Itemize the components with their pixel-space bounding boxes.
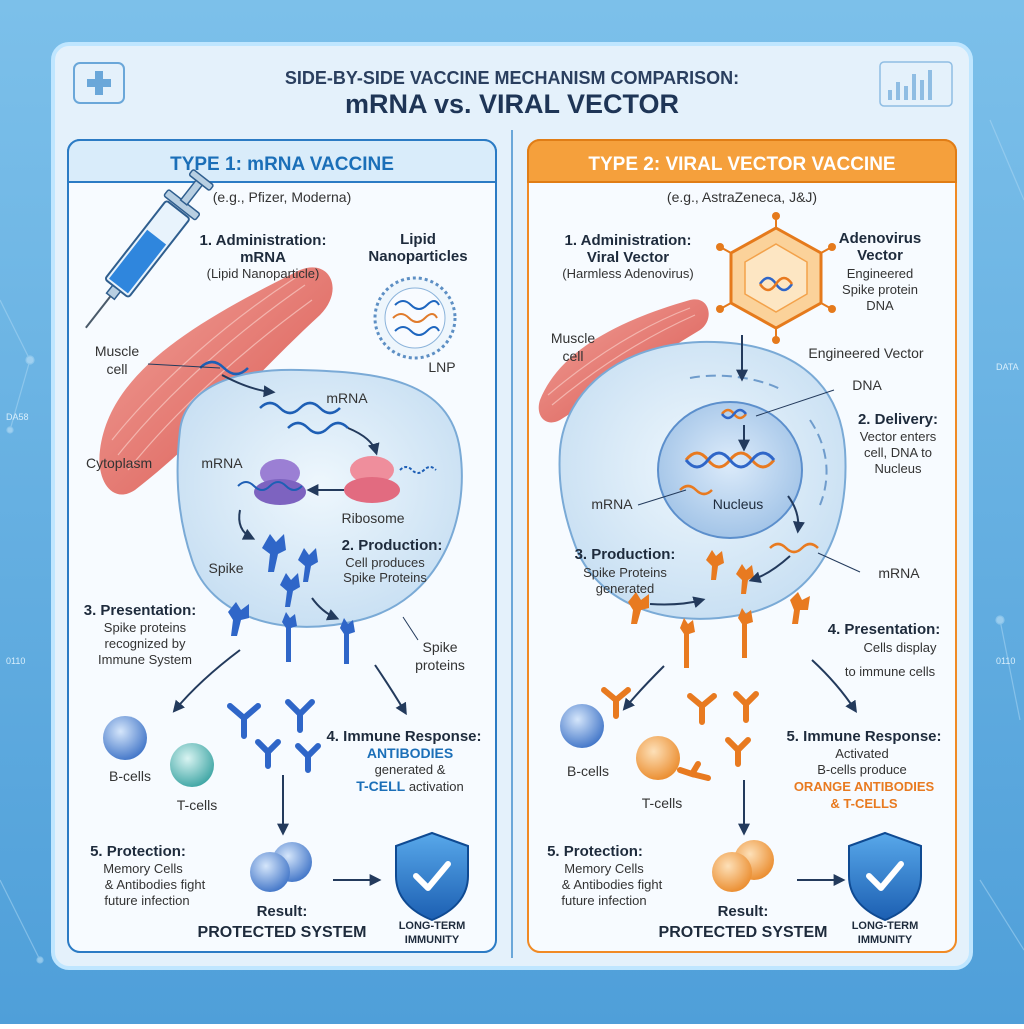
viral-muscle-label-line1: Muscle [551, 330, 596, 346]
viral-step5-line2: Activated [835, 746, 888, 761]
viral-step6-line3: & Antibodies fight [562, 877, 663, 892]
viral-step1-title: 1. Administration: [565, 232, 692, 249]
mrna-step1-title: 1. Administration: [200, 232, 327, 249]
viral-step2-line2: Vector enters [860, 429, 937, 444]
mrna-step2-line3: Spike Proteins [343, 570, 427, 585]
viral-mrna-right-label: mRNA [878, 565, 920, 581]
mrna-top-label: mRNA [326, 390, 368, 406]
adeno-label-line4: Spike protein [842, 282, 918, 297]
viral-step4-line3: to immune cells [845, 664, 936, 679]
viral-step1-line2: Viral Vector [587, 249, 669, 266]
viral-step2-line4: Nucleus [875, 461, 922, 476]
mrna-muscle-label-line2: cell [106, 361, 127, 377]
spike-label: Spike [208, 560, 243, 576]
mrna-step3-line4: Immune System [98, 652, 192, 667]
viral-step1-line3: (Harmless Adenovirus) [562, 266, 694, 281]
mrna-tcells-label: T-cells [177, 797, 217, 813]
viral-result-label: Result: [718, 903, 769, 920]
viral-mrna-left-label: mRNA [591, 496, 633, 512]
nucleus [658, 402, 802, 538]
panel-viral-subtitle: (e.g., AstraZeneca, J&J) [667, 189, 817, 205]
adeno-label-line3: Engineered [847, 266, 914, 281]
side-label-right-1: DATA [996, 362, 1019, 372]
adeno-label-line2: Vector [857, 247, 903, 264]
mrna-result-value: PROTECTED SYSTEM [198, 924, 367, 941]
header-line-2: mRNA vs. VIRAL VECTOR [345, 89, 679, 119]
mrna-step3-line2: Spike proteins [104, 620, 187, 635]
viral-step4-title: 4. Presentation: [828, 621, 941, 638]
side-label-left-2: 0110 [6, 656, 25, 666]
mrna-step1-line3: (Lipid Nanoparticle) [207, 266, 320, 281]
t-cell-icon [170, 743, 214, 787]
mrna-step4-line4: T-CELL activation [356, 778, 464, 794]
ribosome-label: Ribosome [341, 510, 404, 526]
header-line-1: SIDE-BY-SIDE VACCINE MECHANISM COMPARISO… [285, 68, 739, 88]
b-cell-icon [103, 716, 147, 760]
viral-immunity-line2: IMMUNITY [858, 934, 913, 946]
viral-step3-line2: Spike Proteins [583, 565, 667, 580]
nucleus-label: Nucleus [713, 496, 764, 512]
mrna-step3-title: 3. Presentation: [84, 602, 197, 619]
viral-step6-title: 5. Protection: [547, 843, 643, 860]
viral-step2-title: 2. Delivery: [858, 411, 938, 428]
mrna-step4-antibodies: ANTIBODIES [367, 745, 453, 761]
mrna-left-label: mRNA [201, 455, 243, 471]
viral-step6-line4: future infection [561, 893, 646, 908]
viral-result-value: PROTECTED SYSTEM [659, 924, 828, 941]
engineered-vector-label: Engineered Vector [808, 345, 924, 361]
b-cell-icon [560, 704, 604, 748]
cytoplasm-label: Cytoplasm [86, 455, 152, 471]
mrna-immunity-line1: LONG-TERM [399, 920, 466, 932]
mrna-step3-line3: recognized by [105, 636, 186, 651]
dna-label: DNA [852, 377, 882, 393]
lnp-label: LNP [428, 359, 455, 375]
viral-step5-antibodies: ORANGE ANTIBODIES [794, 779, 935, 794]
mrna-step5-line4: future infection [104, 893, 189, 908]
viral-step2-line3: cell, DNA to [864, 445, 932, 460]
lipid-label-line1: Lipid [400, 231, 436, 248]
t-cell-icon [636, 736, 680, 780]
viral-bcells-label: B-cells [567, 763, 609, 779]
adeno-label-line1: Adenovirus [839, 230, 922, 247]
memory-cell-icon [712, 852, 752, 892]
side-label-right-2: 0110 [996, 656, 1015, 666]
spike-proteins-label-line1: Spike [422, 639, 457, 655]
mrna-step1-line2: mRNA [240, 249, 286, 266]
memory-cell-icon [250, 852, 290, 892]
adeno-label-line5: DNA [866, 298, 894, 313]
panel-viral-title: TYPE 2: VIRAL VECTOR VACCINE [588, 154, 895, 175]
viral-immunity-line1: LONG-TERM [852, 920, 919, 932]
viral-step3-title: 3. Production: [575, 546, 676, 563]
panel-mrna-subtitle: (e.g., Pfizer, Moderna) [213, 189, 352, 205]
viral-step5-line3: B-cells produce [817, 762, 907, 777]
panel-mrna-title: TYPE 1: mRNA VACCINE [170, 154, 394, 175]
mrna-step5-line2: Memory Cells [103, 861, 183, 876]
viral-step6-line2: Memory Cells [564, 861, 644, 876]
mrna-result-label: Result: [257, 903, 308, 920]
mrna-step4-title: 4. Immune Response: [326, 728, 481, 745]
viral-step5-tcells: & T-CELLS [830, 796, 897, 811]
lipid-label-line2: Nanoparticles [368, 248, 467, 265]
mrna-step2-title: 2. Production: [342, 537, 443, 554]
viral-tcells-label: T-cells [642, 795, 682, 811]
mrna-step2-line2: Cell produces [345, 555, 425, 570]
side-label-left-1: DA58 [6, 412, 29, 422]
panel-viral-vector: TYPE 2: VIRAL VECTOR VACCINE (e.g., Astr… [528, 140, 956, 952]
viral-step3-line3: generated [596, 581, 655, 596]
mrna-step4-line3: generated & [375, 762, 446, 777]
viral-step5-title: 5. Immune Response: [786, 728, 941, 745]
panel-mrna: TYPE 1: mRNA VACCINE (e.g., Pfizer, Mode… [68, 140, 496, 952]
viral-muscle-label-line2: cell [562, 348, 583, 364]
mrna-step5-title: 5. Protection: [90, 843, 186, 860]
lipid-nanoparticle-icon [375, 278, 455, 358]
mrna-muscle-label-line1: Muscle [95, 343, 140, 359]
viral-step4-line2: Cells display [864, 640, 937, 655]
mrna-bcells-label: B-cells [109, 768, 151, 784]
mrna-step5-line3: & Antibodies fight [105, 877, 206, 892]
spike-proteins-label-line2: proteins [415, 657, 465, 673]
mrna-immunity-line2: IMMUNITY [405, 934, 460, 946]
